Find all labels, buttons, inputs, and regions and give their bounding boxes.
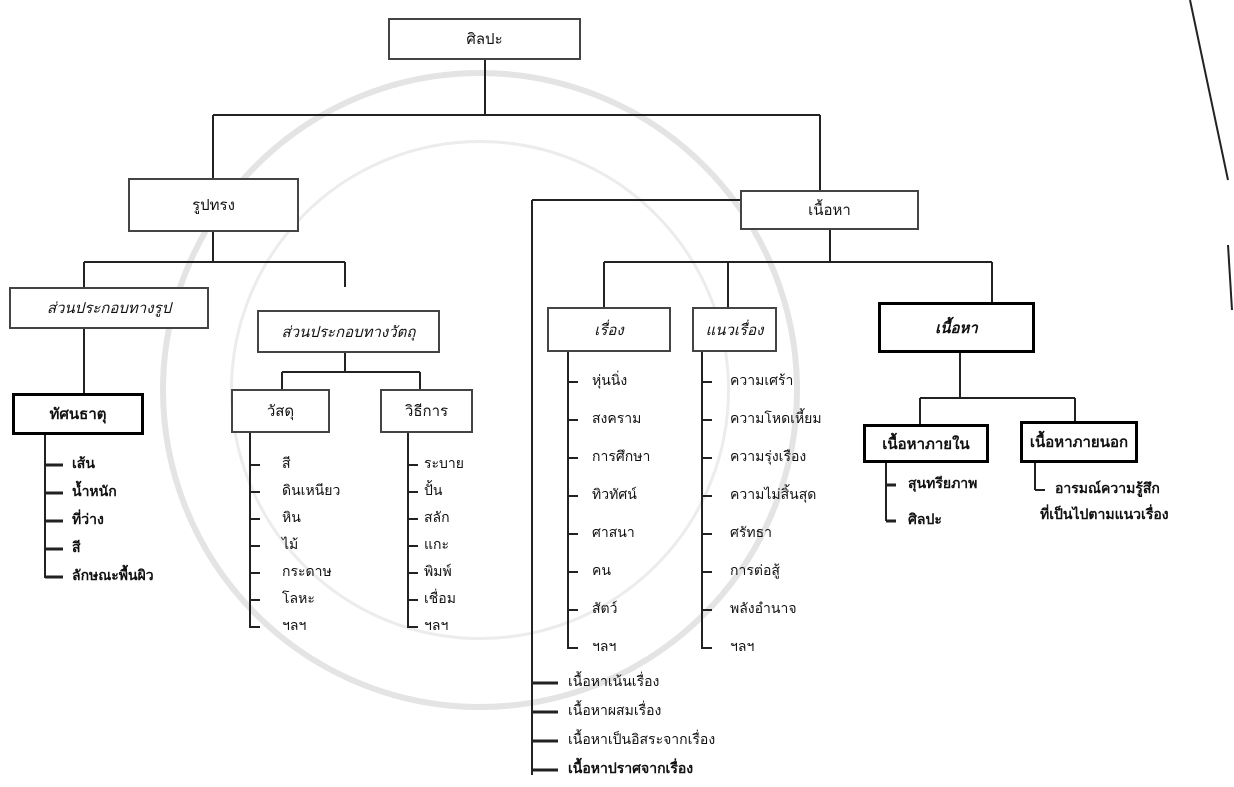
list-item: ศรัทธา [730, 525, 773, 541]
list-item: สัตว์ [592, 601, 618, 617]
box-visual-elements: ส่วนประกอบทางรูป [9, 287, 209, 329]
box-outer-content: เนื้อหาภายนอก [1020, 421, 1138, 463]
list-item: การต่อสู้ [730, 563, 780, 579]
list-item: น้ำหนัก [72, 484, 117, 500]
list-item: หิน [282, 510, 301, 526]
list-item: เนื้อหาปราศจากเรื่อง [568, 761, 694, 777]
list-item: ฯลฯ [730, 639, 755, 655]
box-content-detail: เนื้อหา [878, 302, 1035, 353]
list-item: กระดาษ [282, 564, 332, 580]
list-item: ศิลปะ [908, 512, 942, 528]
root-box-art: ศิลปะ [388, 18, 581, 60]
watermark-seal-outer [160, 70, 800, 710]
box-inner-content: เนื้อหาภายใน [863, 424, 989, 463]
list-item: พิมพ์ [424, 564, 452, 580]
list-item: เส้น [72, 456, 95, 472]
list-item: ความโหดเหี้ยม [730, 411, 822, 427]
list-item: ระบาย [424, 456, 464, 472]
box-visual-title: ทัศนธาตุ [12, 393, 144, 435]
list-item: การศึกษา [592, 449, 651, 465]
box-theme: แนวเรื่อง [692, 307, 777, 352]
list-item: ความเศร้า [730, 373, 794, 389]
list-item: โลหะ [282, 591, 315, 607]
list-item: ทิวทัศน์ [592, 487, 637, 503]
list-item: อารมณ์ความรู้สึก [1055, 481, 1160, 497]
list-item: ศาสนา [592, 525, 635, 541]
list-item: หุ่นนิ่ง [592, 373, 628, 389]
list-item: ดินเหนียว [282, 483, 341, 499]
list-item: ฯลฯ [282, 618, 307, 634]
list-item: สี [282, 456, 291, 472]
list-item: เนื้อหาเป็นอิสระจากเรื่อง [568, 732, 716, 748]
list-item: ที่ว่าง [72, 512, 104, 528]
scan-edge-mark [1189, 0, 1229, 181]
list-item: พลังอำนาจ [730, 601, 797, 617]
list-item: ปั้น [424, 483, 443, 499]
list-item: สงคราม [592, 411, 642, 427]
list-item: เชื่อม [424, 591, 456, 607]
box-material-elements: ส่วนประกอบทางวัตถุ [257, 310, 440, 353]
list-item: สลัก [424, 510, 450, 526]
box-material: วัสดุ [231, 389, 330, 433]
list-item: ไม้ [282, 537, 299, 553]
list-item: คน [592, 563, 611, 579]
list-item: สี [72, 540, 81, 556]
list-item: ความไม่สิ้นสุด [730, 487, 817, 503]
list-item: ลักษณะพื้นผิว [72, 568, 154, 584]
box-content: เนื้อหา [740, 190, 919, 230]
list-item: ความรุ่งเรือง [730, 449, 807, 465]
box-form: รูปทรง [128, 178, 299, 232]
list-item: สุนทรียภาพ [908, 476, 978, 492]
list-item: เนื้อหาเน้นเรื่อง [568, 674, 660, 690]
list-item: เนื้อหาผสมเรื่อง [568, 703, 662, 719]
list-item: ที่เป็นไปตามแนวเรื่อง [1040, 507, 1169, 523]
list-item: ฯลฯ [592, 639, 617, 655]
scan-edge-mark [1227, 244, 1233, 311]
box-subject: เรื่อง [547, 307, 671, 352]
list-item: ฯลฯ [424, 618, 449, 634]
list-item: แกะ [424, 537, 450, 553]
box-technique: วิธีการ [380, 389, 473, 433]
